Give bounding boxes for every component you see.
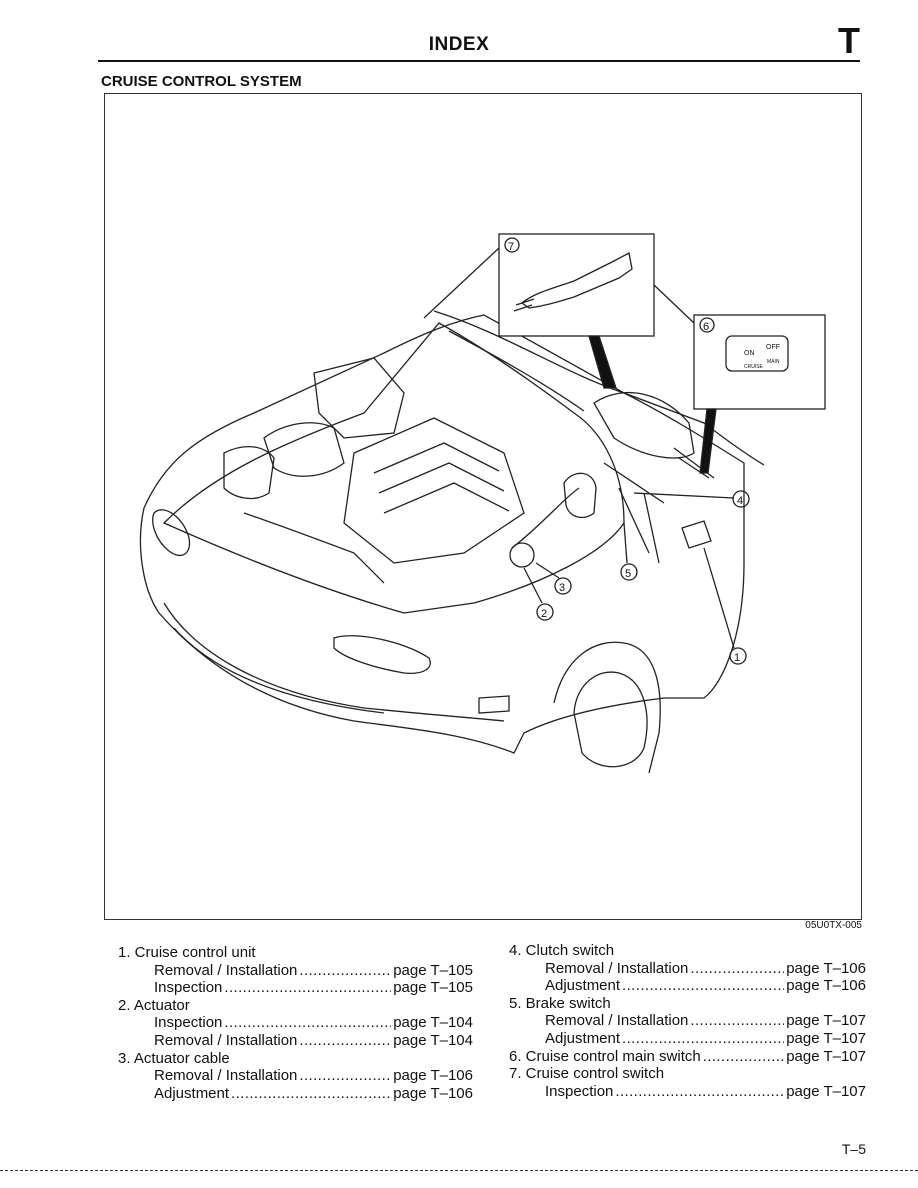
section-letter: T bbox=[838, 20, 860, 61]
main-switch-body bbox=[725, 335, 789, 372]
footer-rule bbox=[0, 1170, 918, 1171]
headlight-left bbox=[152, 509, 191, 556]
leader-dots bbox=[299, 962, 391, 980]
page-reference: page T–107 bbox=[786, 1012, 866, 1030]
page-reference: page T–106 bbox=[393, 1067, 473, 1085]
leader-dots bbox=[299, 1032, 391, 1050]
leader-dots bbox=[690, 1012, 784, 1030]
car-body-outline bbox=[139, 314, 745, 754]
leader-dots bbox=[622, 1030, 784, 1048]
leader-4 bbox=[633, 492, 735, 499]
list-subitem: Removal / Installation page T–107 bbox=[509, 1012, 866, 1030]
switch-on-label: ON bbox=[744, 350, 755, 357]
leader-dots bbox=[224, 979, 391, 997]
subitem-label: Removal / Installation bbox=[154, 961, 298, 979]
callout-7-inset: 7 bbox=[508, 241, 514, 253]
list-subitem: Inspection page T–107 bbox=[509, 1083, 866, 1101]
list-item-title: 5. Brake switch bbox=[509, 994, 611, 1012]
control-unit-box bbox=[681, 520, 712, 549]
list-item-title: 4. Clutch switch bbox=[509, 942, 615, 959]
subitem-label: Inspection bbox=[154, 979, 223, 997]
list-item-title: 3. Actuator cable bbox=[118, 1049, 230, 1067]
bumper-marker bbox=[478, 695, 510, 714]
list-item-title: 7. Cruise control switch bbox=[509, 1065, 665, 1083]
callout-6-inset: 6 bbox=[703, 321, 709, 333]
leader-5 bbox=[623, 522, 628, 564]
leader-dots bbox=[615, 1083, 784, 1101]
subitem-label: Inspection bbox=[545, 1082, 614, 1100]
page-reference: page T–104 bbox=[393, 1031, 473, 1049]
page-header-title: INDEX bbox=[428, 34, 490, 55]
switch-cruise-label: CRUISE bbox=[744, 364, 764, 370]
leader-dots bbox=[690, 960, 784, 978]
page-reference: page T–105 bbox=[393, 961, 473, 979]
inset6-pointer bbox=[699, 408, 717, 474]
front-wheel bbox=[573, 671, 648, 768]
callout-3: 3 bbox=[559, 582, 565, 594]
inset-cruise-switch bbox=[498, 233, 655, 337]
engine-bay-outline bbox=[162, 322, 625, 614]
leader-dots bbox=[299, 1067, 391, 1085]
front-wheel-arch bbox=[553, 641, 661, 774]
list-subitem: Removal / Installation page T–106 bbox=[118, 1067, 473, 1085]
turn-light bbox=[333, 635, 431, 674]
switch-main-label: MAIN bbox=[767, 359, 780, 365]
callout-1: 1 bbox=[734, 652, 740, 664]
callout-4: 4 bbox=[737, 495, 743, 507]
page-reference: page T–107 bbox=[786, 1029, 866, 1047]
list-item-title: 2. Actuator bbox=[118, 996, 190, 1014]
engine-block bbox=[343, 417, 525, 564]
subitem-label: Removal / Installation bbox=[545, 959, 689, 977]
cruise-control-illustration: 7 6 ON OFF CRUISE MAIN 4 5 3 2 1 bbox=[139, 233, 826, 774]
switch-off-label: OFF bbox=[766, 344, 780, 351]
list-subitem: Adjustment page T–106 bbox=[118, 1085, 473, 1103]
callout-5: 5 bbox=[625, 568, 631, 580]
page-reference: page T–107 bbox=[786, 1082, 866, 1100]
leader-dots bbox=[224, 1014, 391, 1032]
subitem-label: Removal / Installation bbox=[154, 1067, 298, 1085]
list-subitem: Adjustment page T–107 bbox=[509, 1030, 866, 1048]
page-number: T–5 bbox=[841, 1141, 866, 1157]
item-label: 6. Cruise control main switch bbox=[509, 1047, 701, 1065]
subitem-label: Adjustment bbox=[154, 1084, 230, 1102]
leader-dots bbox=[231, 1085, 391, 1103]
leader-2 bbox=[523, 567, 543, 604]
page-reference: page T–105 bbox=[393, 979, 473, 997]
list-subitem: Adjustment page T–106 bbox=[509, 977, 866, 995]
page-reference: page T–106 bbox=[393, 1084, 473, 1102]
callout-2: 2 bbox=[541, 608, 547, 620]
list-subitem: Inspection page T–104 bbox=[118, 1014, 473, 1032]
section-title: CRUISE CONTROL SYSTEM bbox=[101, 73, 302, 90]
page-reference: page T–107 bbox=[786, 1047, 866, 1065]
leader-dots bbox=[622, 977, 784, 995]
actuator bbox=[509, 542, 535, 568]
list-subitem: Removal / Installation page T–106 bbox=[509, 960, 866, 978]
list-subitem: Removal / Installation page T–105 bbox=[118, 962, 473, 980]
figure-code: 05U0TX-005 bbox=[805, 920, 862, 931]
subitem-label: Removal / Installation bbox=[545, 1012, 689, 1030]
inset7-pointer bbox=[588, 335, 617, 389]
inset-main-switch bbox=[693, 314, 826, 410]
page-reference: page T–106 bbox=[786, 977, 866, 995]
subitem-label: Inspection bbox=[154, 1014, 223, 1032]
page-reference: page T–104 bbox=[393, 1014, 473, 1032]
page-reference: page T–106 bbox=[786, 959, 866, 977]
list-item-title: 6. Cruise control main switch page T–107 bbox=[509, 1048, 866, 1066]
brake-booster bbox=[563, 472, 597, 519]
leader-3 bbox=[535, 562, 560, 579]
list-item-title: 1. Cruise control unit bbox=[118, 944, 256, 961]
list-subitem: Inspection page T–105 bbox=[118, 979, 473, 997]
cruise-switch-stalk bbox=[520, 252, 633, 309]
header-rule bbox=[98, 60, 860, 62]
list-subitem: Removal / Installation page T–104 bbox=[118, 1032, 473, 1050]
leader-dots bbox=[703, 1048, 784, 1066]
subitem-label: Adjustment bbox=[545, 1029, 621, 1047]
subitem-label: Removal / Installation bbox=[154, 1031, 298, 1049]
subitem-label: Adjustment bbox=[545, 977, 621, 995]
leader-1 bbox=[703, 547, 735, 649]
figure-frame bbox=[104, 93, 862, 920]
